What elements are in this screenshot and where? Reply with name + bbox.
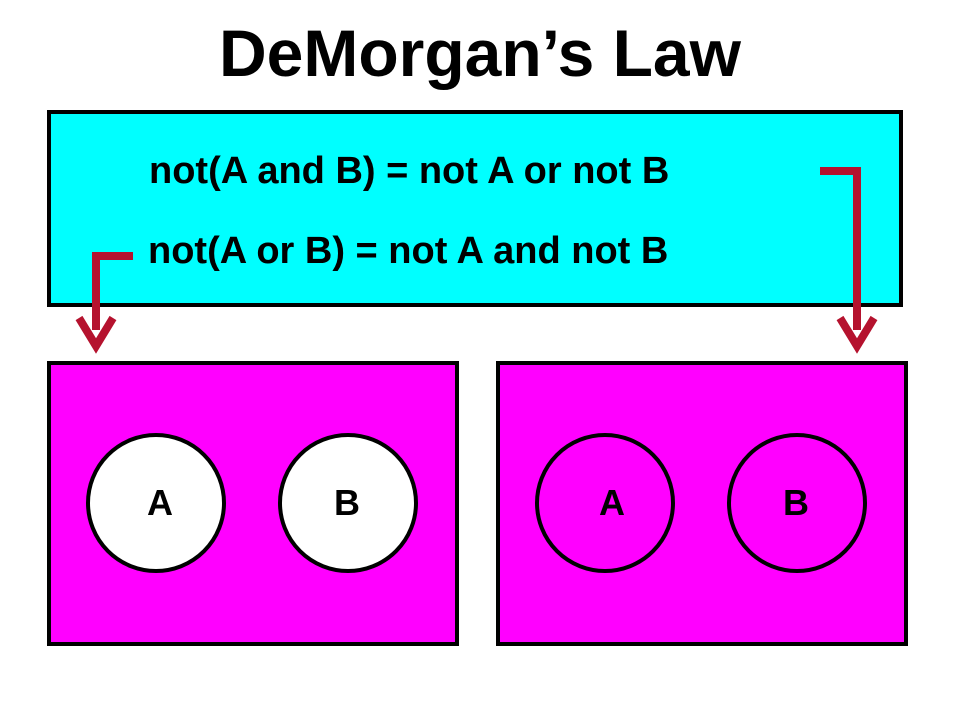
arrow-right-head bbox=[836, 315, 878, 354]
law-and-rhs: not B bbox=[561, 150, 670, 192]
circle-b-outline-left bbox=[278, 433, 418, 573]
arrow-right bbox=[820, 167, 878, 354]
venn-diagram-not-a-or-b: A B bbox=[47, 361, 459, 646]
law-and-operator: or bbox=[523, 150, 562, 192]
law-line-or: not(A or B) = not A and not B bbox=[148, 232, 668, 270]
circle-a-outline-right bbox=[535, 433, 675, 573]
law-statement-box: not(A and B) = not A or not B not(A or B… bbox=[47, 110, 903, 307]
arrow-right-shaft bbox=[820, 167, 861, 330]
law-and-lhs: not(A and B) = not A bbox=[149, 150, 524, 192]
circle-a-fill-left bbox=[88, 435, 224, 571]
venn-label-a-left: A bbox=[147, 482, 173, 523]
law-or-lhs: not(A or B) = not A bbox=[148, 230, 494, 272]
circle-b-outline-right bbox=[727, 433, 867, 573]
universe-rect-right bbox=[496, 361, 908, 646]
arrow-left-shaft bbox=[92, 252, 133, 330]
arrow-left bbox=[75, 252, 133, 354]
venn-label-b-left: B bbox=[334, 482, 360, 523]
venn-label-b-right: B bbox=[783, 482, 809, 523]
circle-a-outline-left bbox=[86, 433, 226, 573]
law-or-rhs: not B bbox=[560, 230, 669, 272]
law-line-and: not(A and B) = not A or not B bbox=[149, 152, 669, 190]
circle-b-fill-left bbox=[280, 435, 416, 571]
venn-label-a-right: A bbox=[599, 482, 625, 523]
law-or-operator: and bbox=[493, 230, 561, 272]
venn-diagram-not-a-and-b: A B bbox=[496, 361, 908, 646]
slide-title: DeMorgan’s Law bbox=[219, 16, 741, 90]
arrow-left-head bbox=[75, 315, 117, 354]
